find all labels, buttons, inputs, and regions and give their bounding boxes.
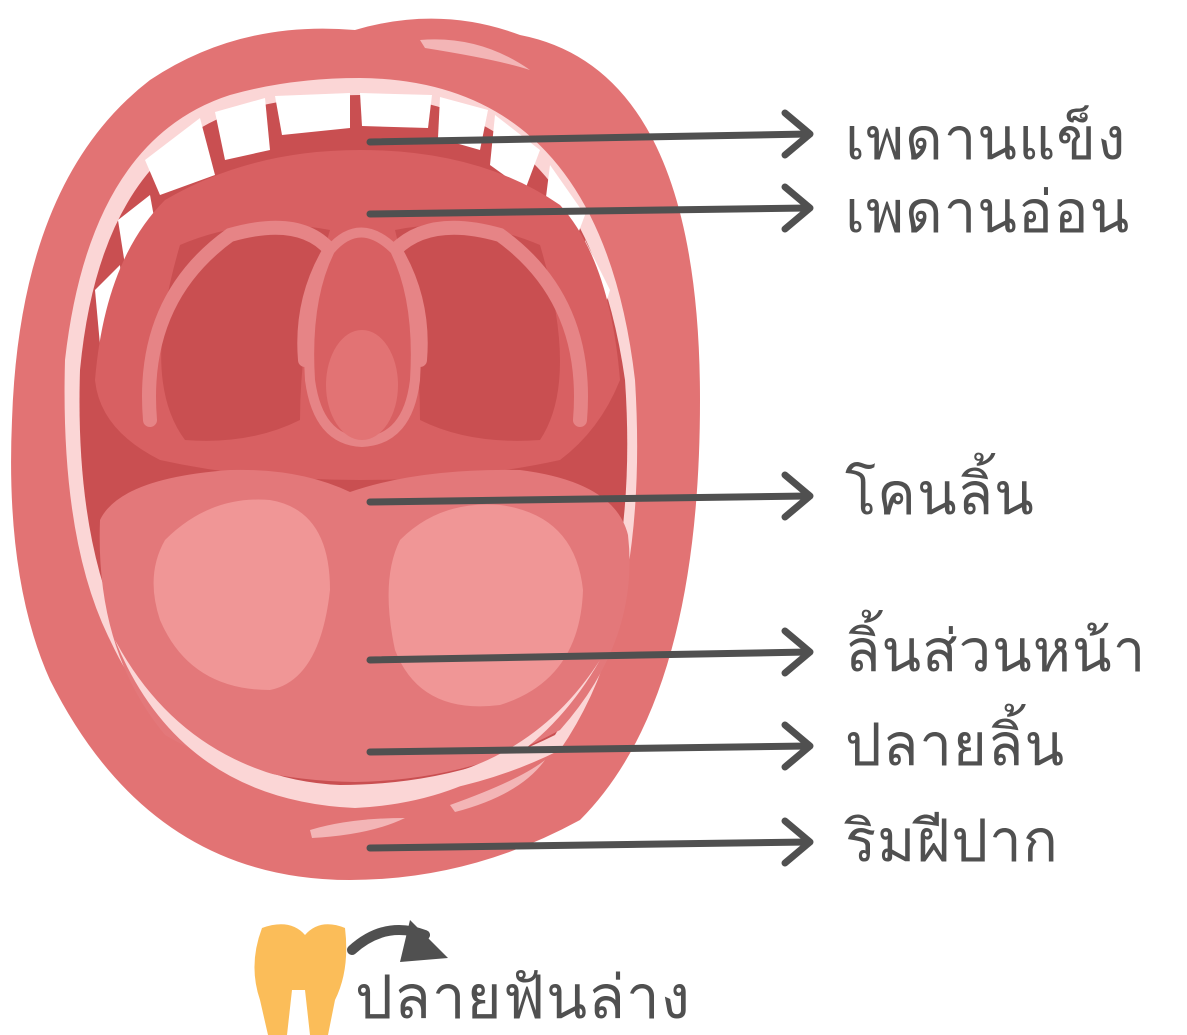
- tooth-icon: [254, 924, 346, 1035]
- label-soft-palate: เพดานอ่อน: [845, 183, 1130, 241]
- label-hard-palate: เพดานแข็ง: [845, 110, 1126, 168]
- label-tongue-tip: ปลายลิ้น: [845, 716, 1065, 774]
- label-lips: ริมฝีปาก: [845, 812, 1059, 870]
- label-lower-teeth-tip: ปลายฟันล่าง: [355, 968, 691, 1028]
- uvula-tip: [326, 330, 398, 440]
- label-tongue-front: ลิ้นส่วนหน้า: [845, 622, 1146, 680]
- label-tongue-root: โคนลิ้น: [845, 465, 1035, 523]
